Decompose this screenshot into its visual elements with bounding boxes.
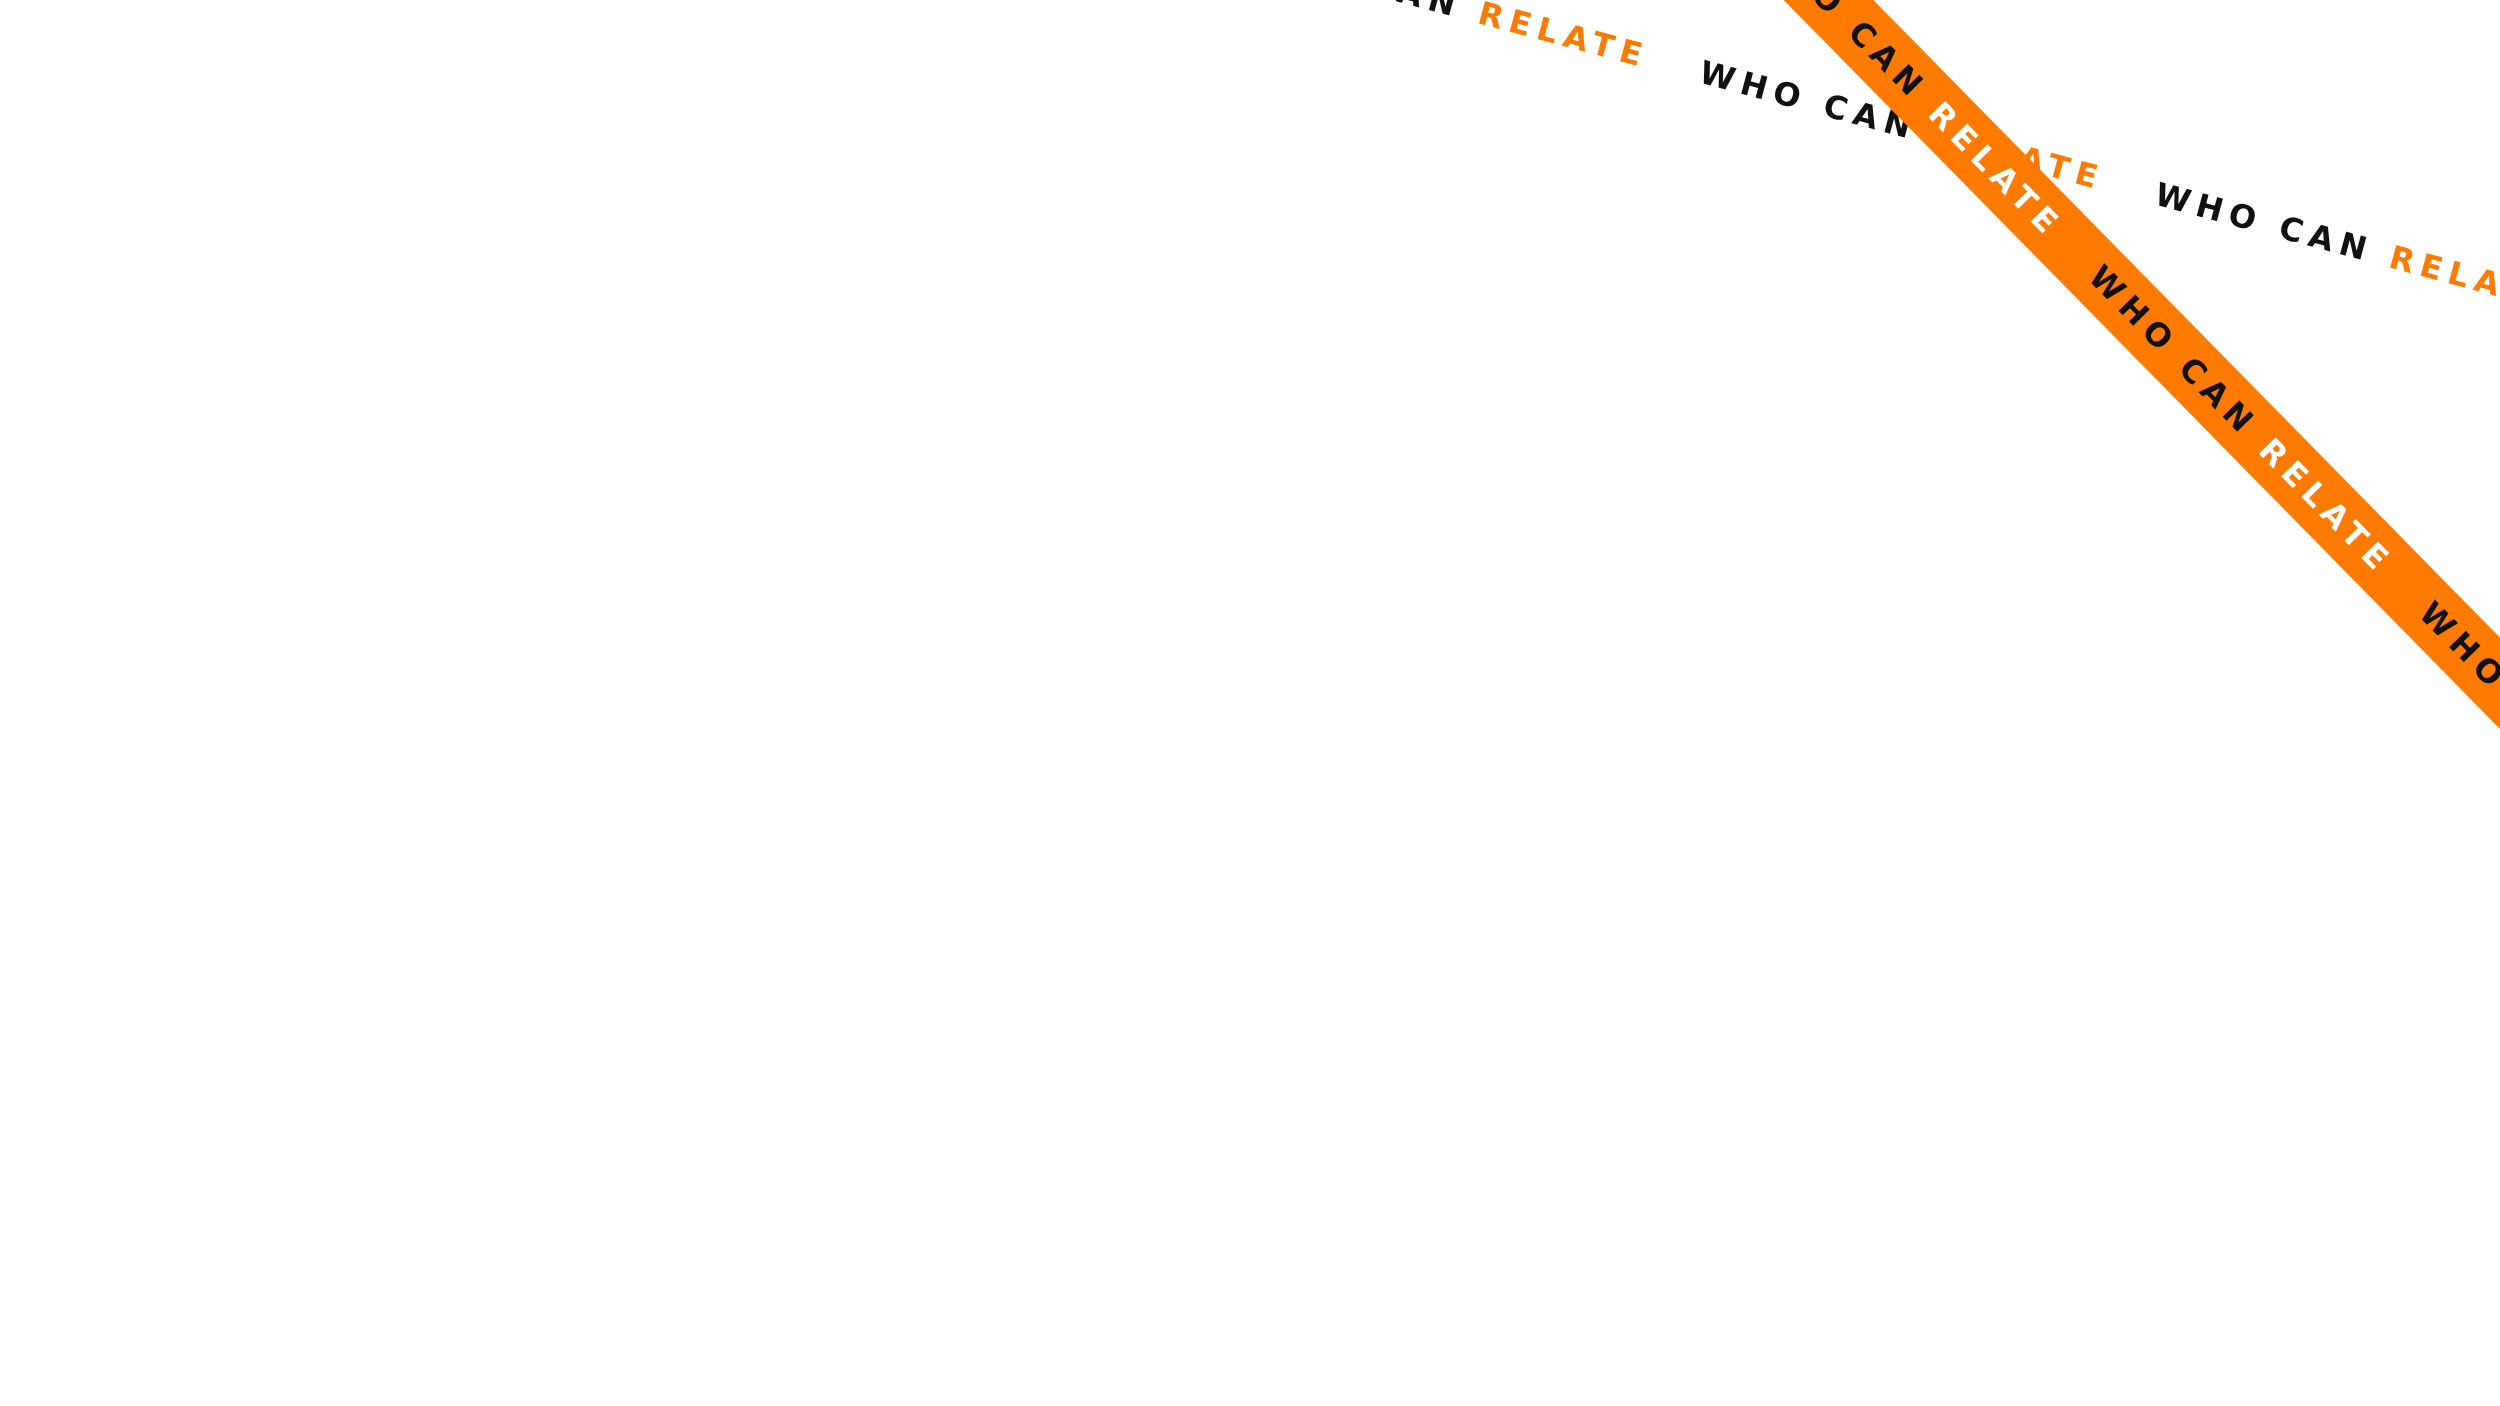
tagline-repeat: WHO CAN RELATE: [2151, 174, 2500, 321]
orange-tagline-ribbon: WHO CAN RELATE WHO CAN RELATE WHO CAN RE…: [1734, 0, 2500, 885]
tagline-word-relate: RELATE: [2385, 237, 2500, 320]
ribbon-word-who-can: WHO CAN: [2081, 257, 2266, 445]
tagline-repeat: WHO CAN RELATE: [1240, 0, 1654, 77]
ribbon-tagline-repeat: WHO CAN RELATE: [2072, 248, 2410, 591]
orange-ribbon-fill: [1734, 0, 2500, 885]
ribbon-word-relate: RELATE: [2251, 430, 2401, 582]
ribbon-tagline-repeat: WHO CAN RELATE: [2402, 585, 2500, 928]
tagline-word-relate: RELATE: [1474, 0, 1653, 76]
ribbon-tagline-repeat: WHO CAN RELATE: [1741, 0, 2079, 255]
ribbon-word-who-can: WHO CAN: [2411, 593, 2500, 781]
tagline-word-who-can: WHO CAN: [2150, 175, 2378, 270]
tagline-word-who-can: WHO CAN: [1240, 0, 1467, 26]
